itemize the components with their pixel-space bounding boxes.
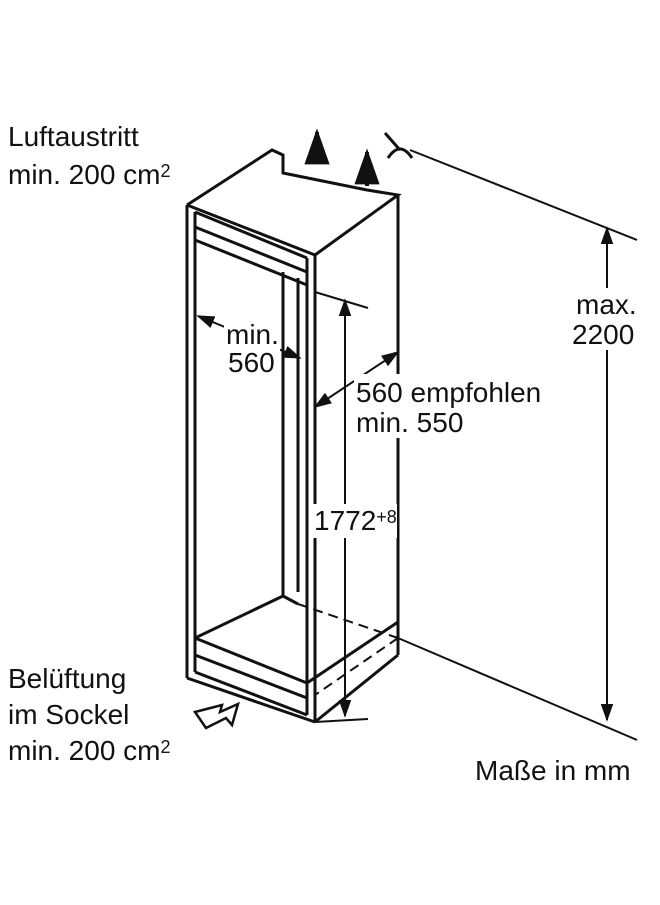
width-min-value: 560 bbox=[228, 347, 275, 378]
height-tolerance: +8 bbox=[376, 507, 397, 527]
label-backing-height bbox=[313, 504, 397, 538]
ventilation-exponent: 2 bbox=[160, 737, 171, 757]
depth-recommended: 560 empfohlen bbox=[356, 377, 542, 408]
air-outlet-min-text: min. 200 cm bbox=[8, 159, 161, 190]
max-height-prefix: max. bbox=[576, 289, 637, 320]
width-min-prefix: min. bbox=[226, 319, 279, 350]
label-backing-width bbox=[224, 318, 280, 378]
height-value: 1772 bbox=[314, 505, 377, 536]
label-backing-depth bbox=[354, 374, 566, 438]
label-backing-max bbox=[572, 288, 644, 350]
height-dimension: 1772+8 bbox=[314, 502, 397, 540]
air-outlet-exponent: 2 bbox=[160, 161, 171, 181]
max-height-dimension-line bbox=[397, 149, 638, 741]
max-height-value: 2200 bbox=[572, 319, 635, 350]
wall-angle-icon bbox=[383, 132, 414, 159]
depth-min: min. 550 bbox=[356, 407, 464, 438]
ventilation-min-text: min. 200 cm bbox=[8, 735, 161, 766]
air-outlet-min: min. 200 cm2 bbox=[8, 156, 171, 194]
air-outlet-arrows bbox=[304, 128, 380, 186]
ventilation-arrow-icon bbox=[192, 701, 240, 730]
hidden-edges bbox=[297, 603, 399, 696]
ventilation-min: min. 200 cm2 bbox=[8, 732, 171, 770]
units-note: Maße in mm bbox=[475, 755, 631, 786]
ventilation-title: Belüftung bbox=[8, 663, 127, 694]
ventilation-location: im Sockel bbox=[8, 699, 130, 730]
air-outlet-title: Luftaustritt bbox=[8, 121, 139, 152]
